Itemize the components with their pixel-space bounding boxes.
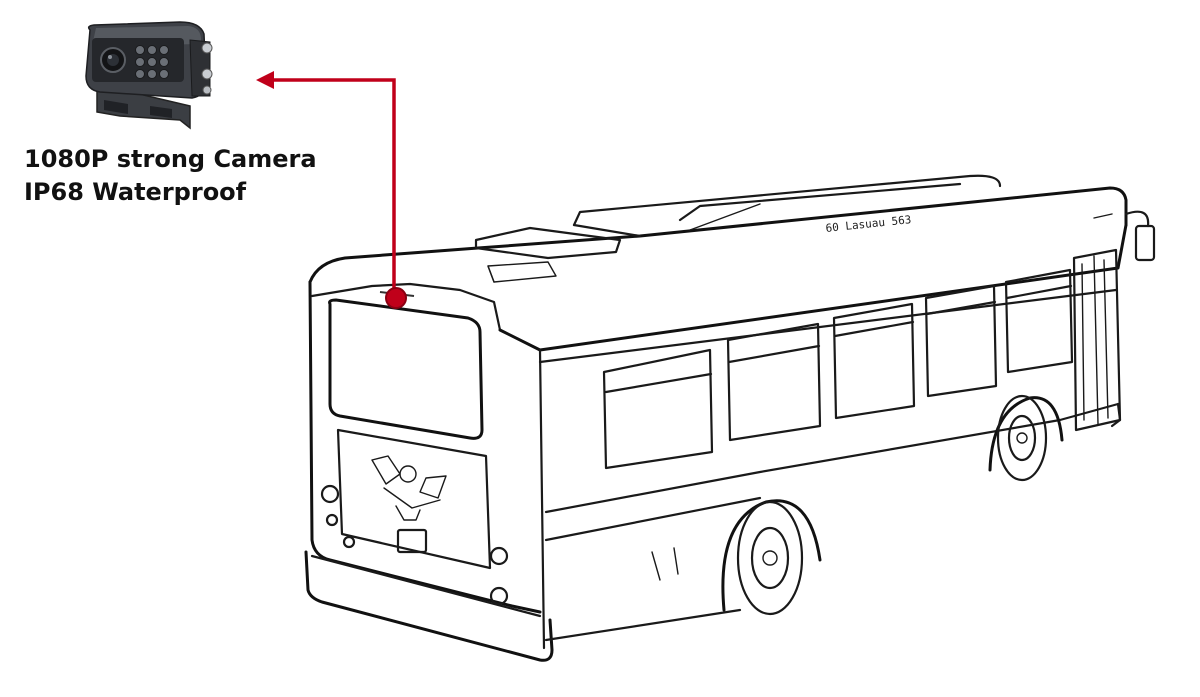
camera-caption: 1080P strong Camera IP68 Waterproof bbox=[24, 143, 317, 209]
camera-icon bbox=[85, 21, 213, 130]
mount-point-marker bbox=[379, 287, 415, 309]
callout-arrow bbox=[256, 71, 396, 294]
bus-illustration: 60 Lasuau 563 bbox=[304, 174, 1156, 662]
caption-line-waterproof: IP68 Waterproof bbox=[24, 178, 247, 206]
caption-line-resolution: 1080P strong Camera bbox=[24, 145, 317, 173]
